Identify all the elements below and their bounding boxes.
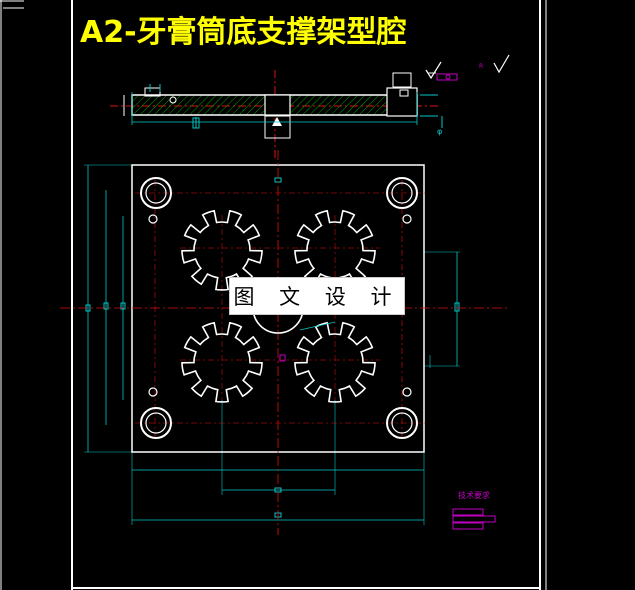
gear-cavity-1 (181, 209, 263, 291)
section-view: φ (110, 70, 443, 160)
notes-label: 技术要求 (458, 490, 490, 500)
notes-block: 技术要求 (452, 490, 496, 530)
plan-view (60, 150, 510, 535)
gear-cavity-3 (181, 321, 263, 403)
corner-bosses (140, 177, 418, 439)
pin-holes (148, 214, 412, 397)
svg-text:R: R (479, 63, 483, 70)
roughness-symbol-right: R (479, 54, 510, 74)
watermark-box: 图 文 设 计 (229, 277, 405, 315)
svg-text:φ: φ (437, 127, 442, 136)
drawing-title: A2-牙膏筒底支撑架型腔 (80, 15, 407, 50)
gear-cavity-4 (294, 321, 376, 403)
watermark-text: 图 文 设 计 (233, 285, 401, 309)
roughness-symbol-top (425, 61, 458, 81)
sheet-frame (0, 0, 547, 590)
